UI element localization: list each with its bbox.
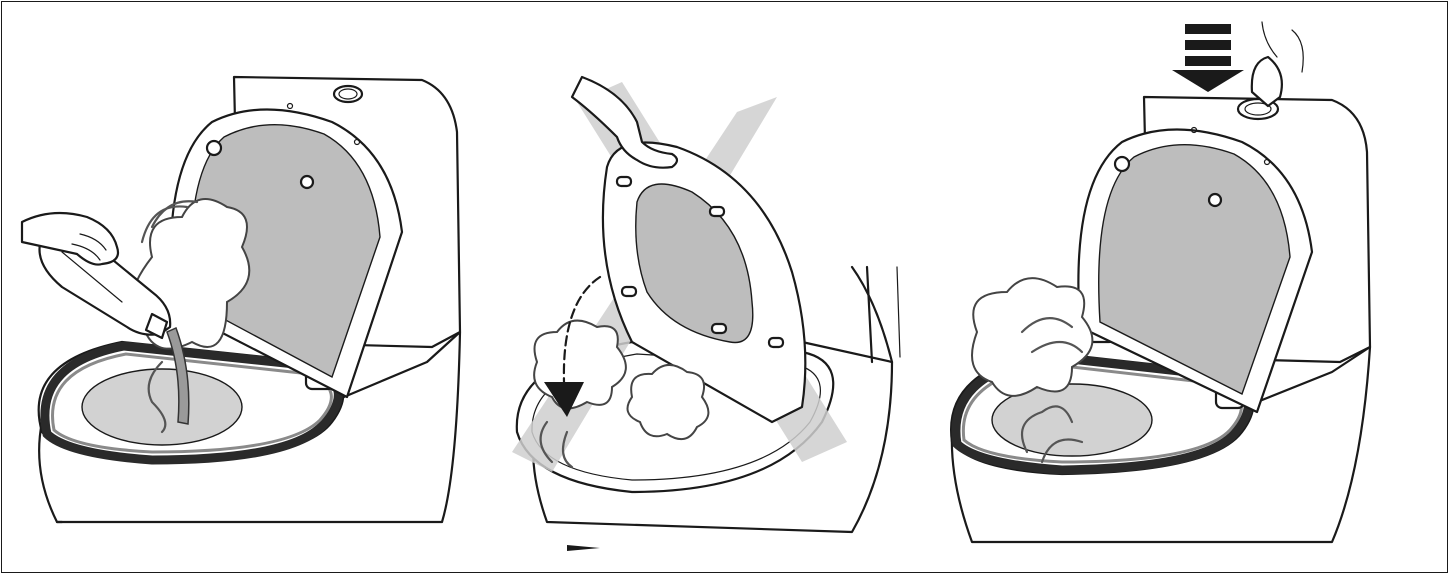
panel-do-not-close-lid xyxy=(472,2,932,572)
press-arrow-dash-3 xyxy=(1185,56,1231,66)
press-arrow-dash-1 xyxy=(1185,24,1231,34)
press-arrow-dash-2 xyxy=(1185,40,1231,50)
panel-flush xyxy=(932,2,1447,572)
toilet-illustration-1 xyxy=(2,2,472,572)
panel-pour-cleaner xyxy=(2,2,472,572)
toilet-illustration-2 xyxy=(472,2,932,572)
bowl-water xyxy=(82,369,242,445)
toilet-illustration-3 xyxy=(932,2,1447,572)
press-flush-icon xyxy=(1172,70,1244,92)
